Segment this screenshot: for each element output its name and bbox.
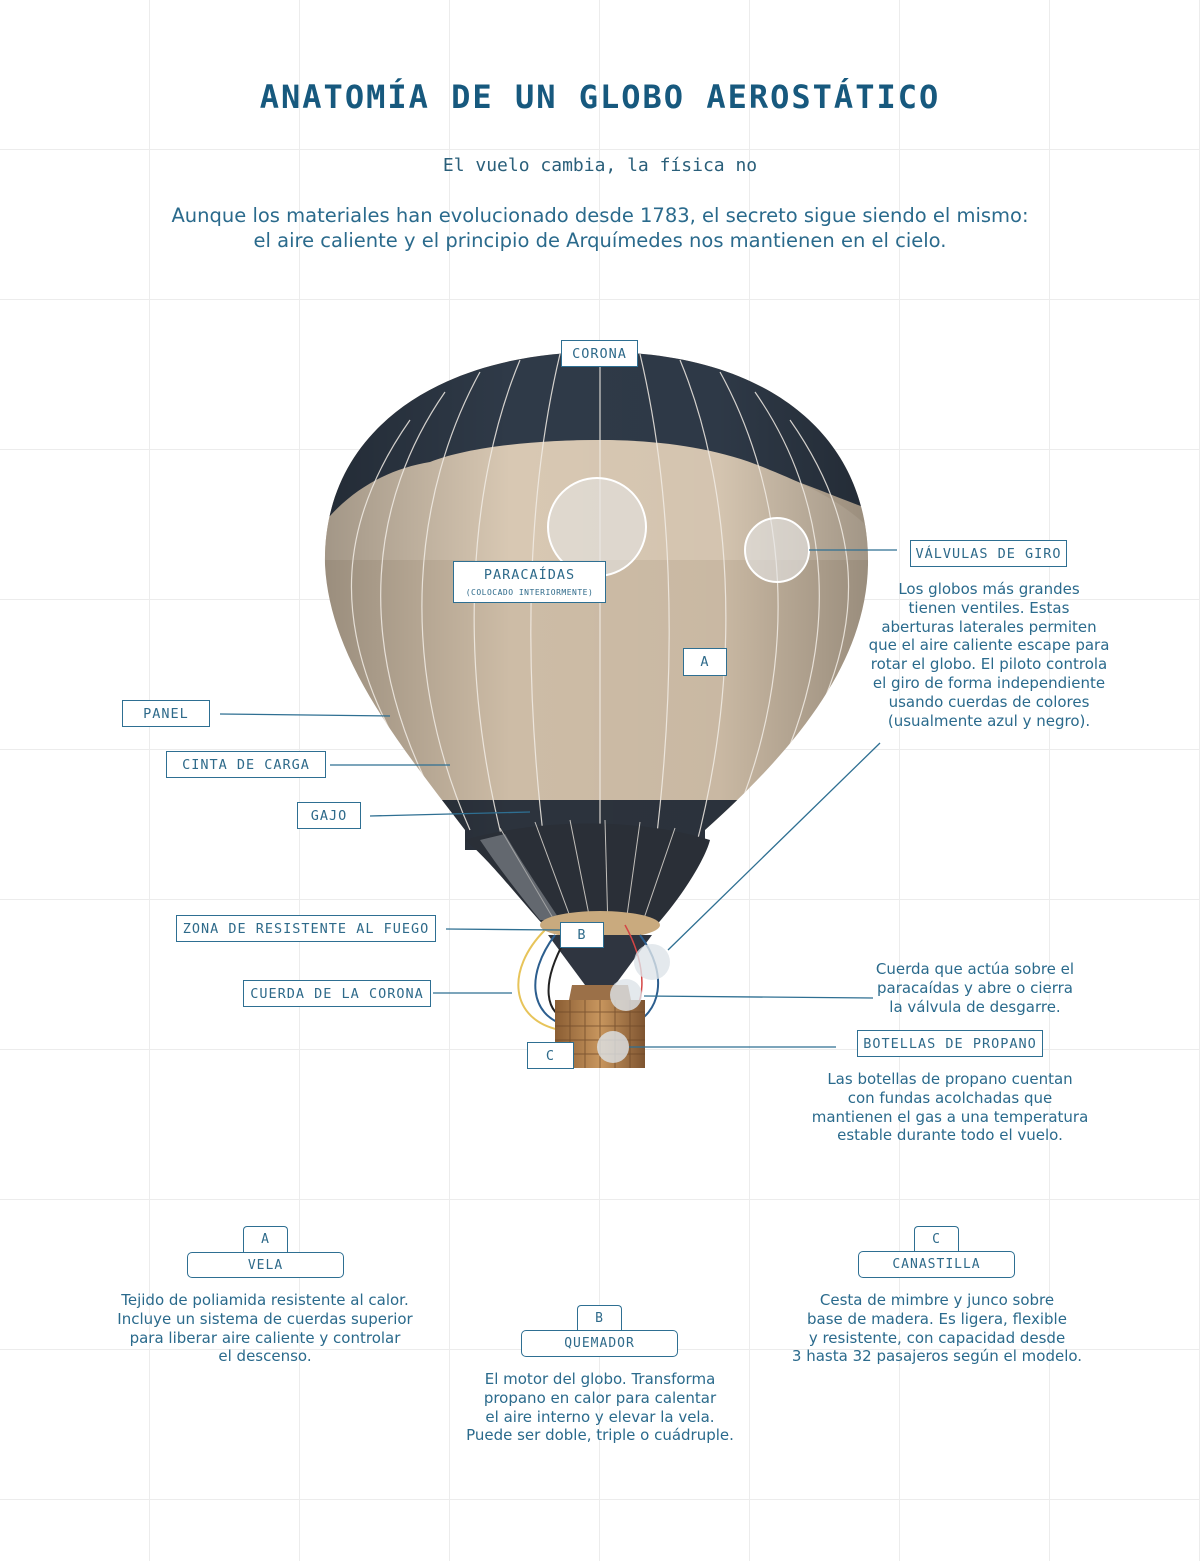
legend-b-letter: B	[577, 1305, 622, 1331]
legend-line: Cesta de mimbre y junco sobre	[819, 1291, 1055, 1309]
desc-line: tienen ventiles. Estas	[908, 598, 1070, 617]
intro-line: Aunque los materiales han evolucionado d…	[171, 204, 1029, 227]
legend-b-text: El motor del globo. Transforma propano e…	[440, 1370, 760, 1445]
desc-line: Los globos más grandes	[898, 580, 1080, 598]
legend-line: 3 hasta 32 pasajeros según el modelo.	[791, 1347, 1083, 1366]
legend-line: para liberar aire caliente y controlar	[129, 1328, 401, 1347]
marker-a: A	[683, 648, 727, 676]
label-corona: CORONA	[561, 340, 638, 367]
marker-c: C	[527, 1042, 574, 1069]
valve-highlight	[744, 517, 810, 583]
legend-line: el descenso.	[218, 1347, 312, 1366]
legend-b-name: QUEMADOR	[521, 1330, 678, 1357]
legend-line: Puede ser doble, triple o cuádruple.	[466, 1426, 734, 1445]
legend-line: base de madera. Es ligera, flexible	[807, 1309, 1067, 1328]
legend-a-text: Tejido de poliamida resistente al calor.…	[95, 1291, 435, 1366]
legend-a-letter: A	[243, 1226, 288, 1252]
label-cinta-de-carga: CINTA DE CARGA	[166, 751, 326, 778]
desc-cuerda: Cuerda que actúa sobre el paracaídas y a…	[860, 960, 1090, 1016]
legend-c-name: CANASTILLA	[858, 1251, 1015, 1278]
desc-line: estable durante todo el vuelo.	[837, 1126, 1063, 1145]
legend-line: Tejido de poliamida resistente al calor.	[121, 1291, 409, 1309]
legend-line: propano en calor para calentar	[483, 1388, 717, 1407]
label-cuerda-de-la-corona: CUERDA DE LA CORONA	[243, 980, 431, 1007]
legend-c-text: Cesta de mimbre y junco sobre base de ma…	[772, 1291, 1102, 1366]
label-gajo: GAJO	[297, 802, 361, 829]
desc-line: rotar el globo. El piloto controla	[870, 655, 1108, 674]
desc-line: mantienen el gas a una temperatura	[811, 1107, 1089, 1126]
desc-line: aberturas laterales permiten	[881, 617, 1097, 636]
page-title: ANATOMÍA DE UN GLOBO AEROSTÁTICO	[259, 78, 941, 116]
desc-line: el giro de forma independiente	[872, 673, 1106, 692]
desc-line: Las botellas de propano cuentan	[827, 1070, 1073, 1088]
rope-highlight	[610, 979, 642, 1011]
intro-line: el aire caliente y el principio de Arquí…	[253, 229, 947, 252]
desc-line: la válvula de desgarre.	[889, 997, 1061, 1016]
legend-c-letter: C	[914, 1226, 959, 1252]
legend-line: el aire interno y elevar la vela.	[485, 1407, 715, 1426]
desc-line: paracaídas y abre o cierra	[876, 978, 1074, 997]
propane-highlight	[597, 1031, 629, 1063]
desc-line: usando cuerdas de colores	[888, 692, 1090, 711]
leader-lines	[219, 549, 897, 1048]
legend-line: y resistente, con capacidad desde	[808, 1328, 1066, 1347]
page-subtitle: El vuelo cambia, la física no	[442, 155, 758, 176]
desc-valvulas: Los globos más grandes tienen ventiles. …	[855, 580, 1123, 730]
desc-line: Cuerda que actúa sobre el	[875, 960, 1075, 978]
rope-highlight	[634, 944, 670, 980]
legend-line: El motor del globo. Transforma	[484, 1370, 716, 1388]
legend-line: Incluye un sistema de cuerdas superior	[117, 1309, 413, 1328]
label-zona-resistente-fuego: ZONA DE RESISTENTE AL FUEGO	[176, 915, 436, 942]
desc-line: (usualmente azul y negro).	[887, 711, 1091, 730]
label-paracaidas: PARACAÍDAS (COLOCADO INTERIORMENTE)	[453, 561, 606, 603]
label-botellas-de-propano: BOTELLAS DE PROPANO	[857, 1030, 1043, 1057]
label-valvulas-de-giro: VÁLVULAS DE GIRO	[910, 540, 1067, 567]
desc-line: con fundas acolchadas que	[847, 1088, 1053, 1107]
legend-a-name: VELA	[187, 1252, 344, 1278]
desc-line: que el aire caliente escape para	[868, 636, 1110, 655]
intro-text: Aunque los materiales han evolucionado d…	[150, 203, 1050, 253]
marker-b: B	[560, 922, 604, 948]
label-paracaidas-note: (COLOCADO INTERIORMENTE)	[465, 588, 594, 597]
label-paracaidas-text: PARACAÍDAS	[483, 567, 576, 583]
desc-botellas: Las botellas de propano cuentan con fund…	[800, 1070, 1100, 1145]
label-panel: PANEL	[122, 700, 210, 727]
